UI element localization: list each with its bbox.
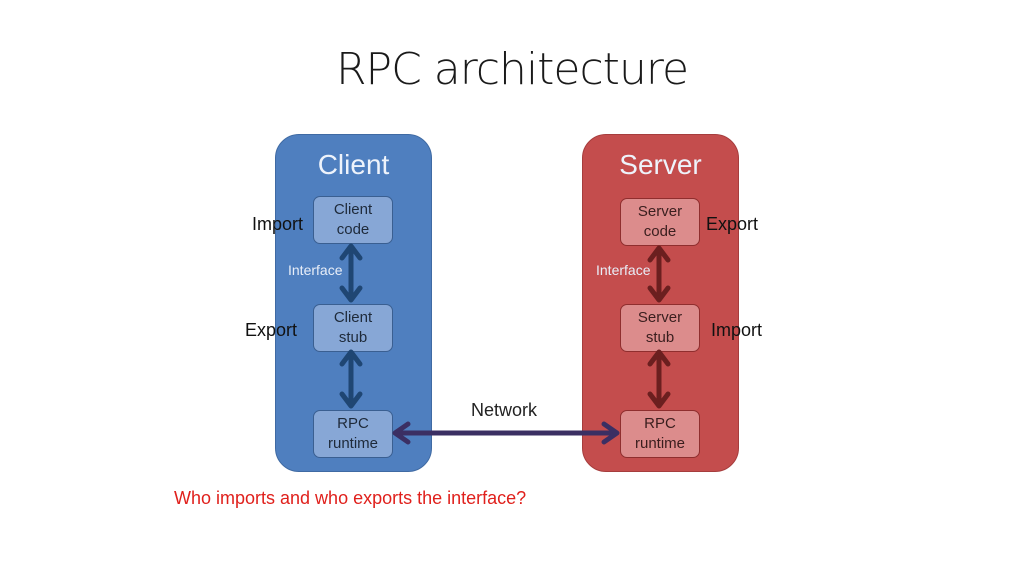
client-runtime-box: RPC runtime [313, 410, 393, 458]
network-arrow [392, 421, 620, 445]
box-line1: Client [333, 201, 373, 218]
box-line1: RPC [644, 415, 676, 432]
box-line2: stub [645, 329, 675, 346]
server-stub-import-label: Import [711, 320, 763, 340]
box-line2: code [336, 221, 370, 238]
server-code-box: Server code [620, 198, 700, 246]
network-label: Network [471, 400, 538, 420]
box-line2: code [643, 223, 677, 240]
server-interface-label: Interface [596, 262, 651, 278]
box-line2: stub [338, 329, 368, 346]
server-stub-runtime-arrow [647, 349, 671, 409]
server-code-export-label: Export [706, 214, 759, 234]
server-panel: Server Server code Interface Server stub… [582, 134, 739, 472]
client-interface-label: Interface [288, 262, 343, 278]
server-title: Server [619, 149, 702, 180]
discussion-question: Who imports and who exports the interfac… [174, 488, 527, 508]
box-line1: Server [637, 203, 683, 220]
box-line2: runtime [634, 435, 686, 452]
box-line1: RPC [337, 415, 369, 432]
client-code-box: Client code [313, 196, 393, 244]
client-stub-runtime-arrow [339, 349, 363, 409]
box-line1: Client [333, 309, 373, 326]
box-line2: runtime [327, 435, 379, 452]
slide-title: RPC architecture [335, 44, 689, 95]
client-interface-arrow [339, 243, 363, 303]
client-stub-export-label: Export [245, 320, 298, 340]
server-stub-box: Server stub [620, 304, 700, 352]
client-stub-box: Client stub [313, 304, 393, 352]
server-interface-arrow [647, 245, 671, 303]
server-runtime-box: RPC runtime [620, 410, 700, 458]
client-title: Client [317, 149, 390, 180]
client-panel: Client Client code Interface Client stub… [275, 134, 432, 472]
client-code-import-label: Import [252, 214, 304, 234]
box-line1: Server [637, 309, 683, 326]
